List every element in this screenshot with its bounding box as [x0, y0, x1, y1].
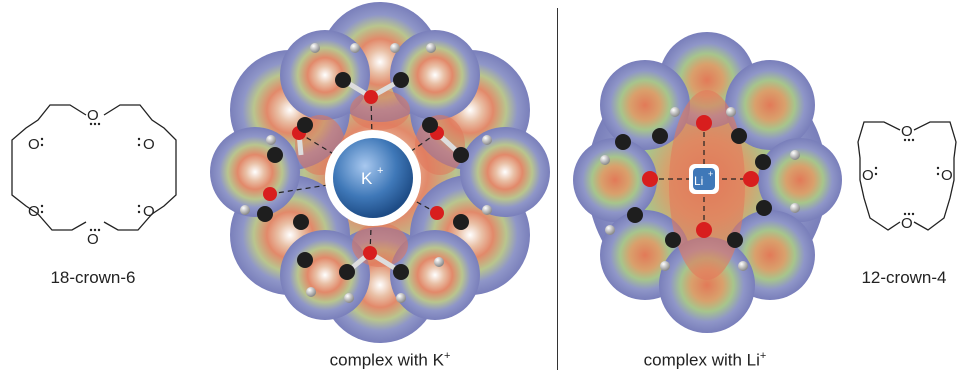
oxygen-atom-lower-left: O: [28, 203, 40, 220]
li-carbon-atoms: [615, 128, 772, 248]
oxygen-atoms: O O O O O O: [28, 107, 155, 248]
oxygen-atom-upper-right: O: [143, 136, 155, 153]
li-surface: [573, 32, 842, 333]
crown-12-4-label: 12-crown-4: [861, 268, 947, 287]
k-complex-electrostatic-map: K +: [210, 2, 550, 343]
k-ion-symbol: K: [361, 169, 373, 188]
section-divider: [557, 8, 558, 370]
k-ion-charge: +: [377, 165, 383, 177]
li-caption-text: complex with Li: [643, 350, 760, 370]
li-caption-charge: +: [759, 350, 767, 362]
oxygen-atom-top: O: [87, 107, 99, 124]
crown-18-6-label: 18-crown-6: [50, 268, 136, 287]
k-carbon-atoms: [257, 72, 469, 280]
oxygen-atom-upper-left: O: [28, 136, 40, 153]
oxygen-atom-left: O: [862, 167, 874, 184]
oxygen-atom-lower-right: O: [143, 203, 155, 220]
li-complex-caption: complex with Li+: [605, 350, 805, 371]
lone-pairs: [40, 122, 141, 232]
oxygen-atom-right: O: [941, 167, 953, 184]
k-hydrogen-atoms: [240, 43, 492, 303]
crown-12-4-structure: O O O O: [857, 121, 957, 232]
li-hydrogen-atoms: [600, 107, 800, 271]
k-caption-charge: +: [443, 350, 451, 362]
li-ion-symbol: Li: [694, 174, 703, 188]
k-complex-caption: complex with K+: [290, 350, 490, 371]
crown-18-6-structure: O O O O O O: [11, 104, 177, 248]
lone-pairs: [874, 138, 940, 216]
li-oxygen-atoms: [642, 115, 759, 238]
k-caption-text: complex with K: [329, 350, 444, 370]
li-ion: [693, 168, 715, 190]
oxygen-atom-bottom: O: [87, 231, 99, 248]
li-complex-electrostatic-map: Li +: [573, 32, 842, 333]
li-ion-charge: +: [708, 169, 713, 179]
oxygen-atom-top: O: [901, 123, 913, 140]
k-oxygen-atoms: [263, 90, 444, 260]
k-ion: [333, 138, 413, 218]
oxygen-atom-bottom: O: [901, 215, 913, 232]
